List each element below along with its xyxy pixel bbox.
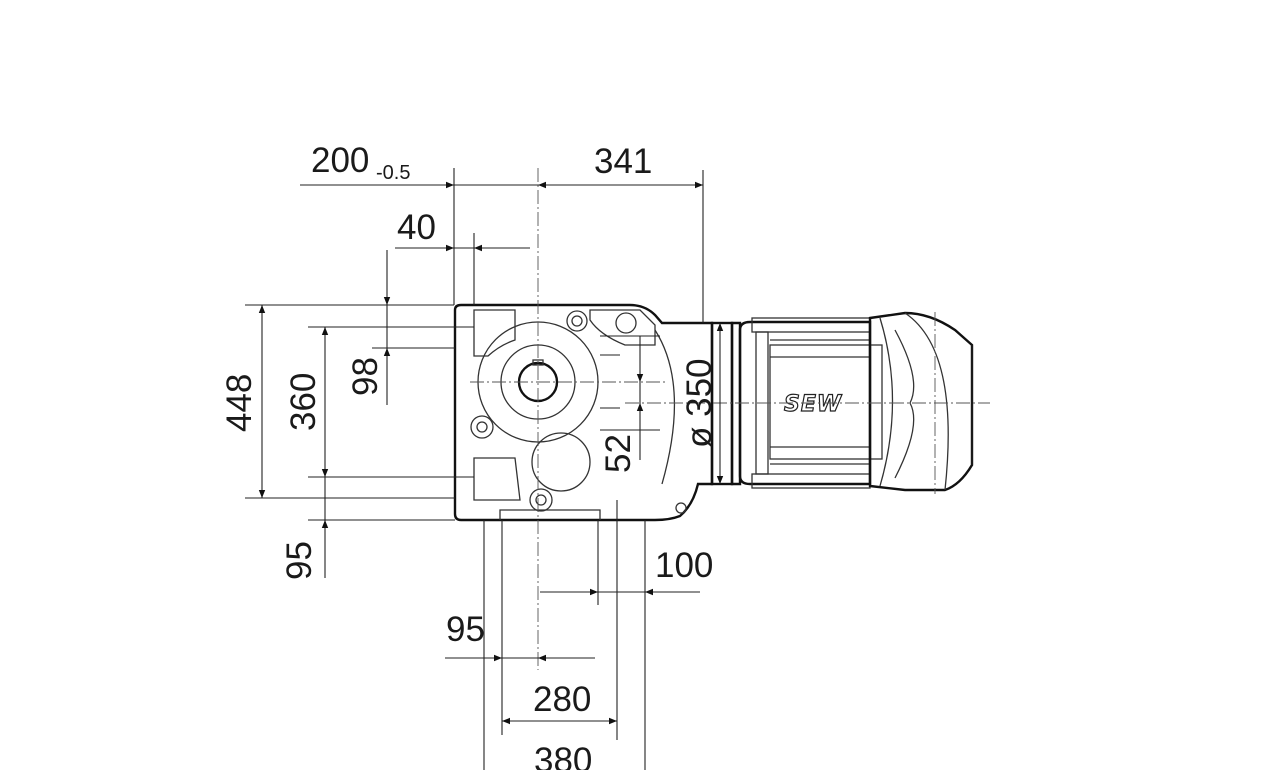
extension-lines (245, 168, 704, 770)
dim-52: 52 (599, 434, 638, 473)
dim-341: 341 (594, 142, 652, 181)
dim-95-bottom: 95 (446, 610, 485, 649)
dimension-lines (258, 181, 724, 725)
gearbox-housing (453, 303, 714, 522)
dim-448: 448 (220, 374, 259, 432)
dim-360: 360 (284, 373, 323, 431)
dim-200: 200 (311, 141, 369, 180)
dim-40: 40 (397, 208, 436, 247)
dim-380: 380 (534, 741, 592, 770)
center-lines (470, 168, 900, 670)
motor-body: SEW (738, 311, 990, 494)
dimension-labels: 200 -0.5 341 40 448 360 98 52 ø 350 95 1… (220, 141, 719, 770)
dim-200-tolerance: -0.5 (376, 162, 410, 184)
sew-logo: SEW (784, 392, 843, 417)
dim-100: 100 (655, 546, 713, 585)
dim-98: 98 (346, 357, 385, 396)
dim-350-diameter: ø 350 (680, 359, 719, 449)
dim-280: 280 (533, 680, 591, 719)
dim-95-left: 95 (280, 541, 319, 580)
